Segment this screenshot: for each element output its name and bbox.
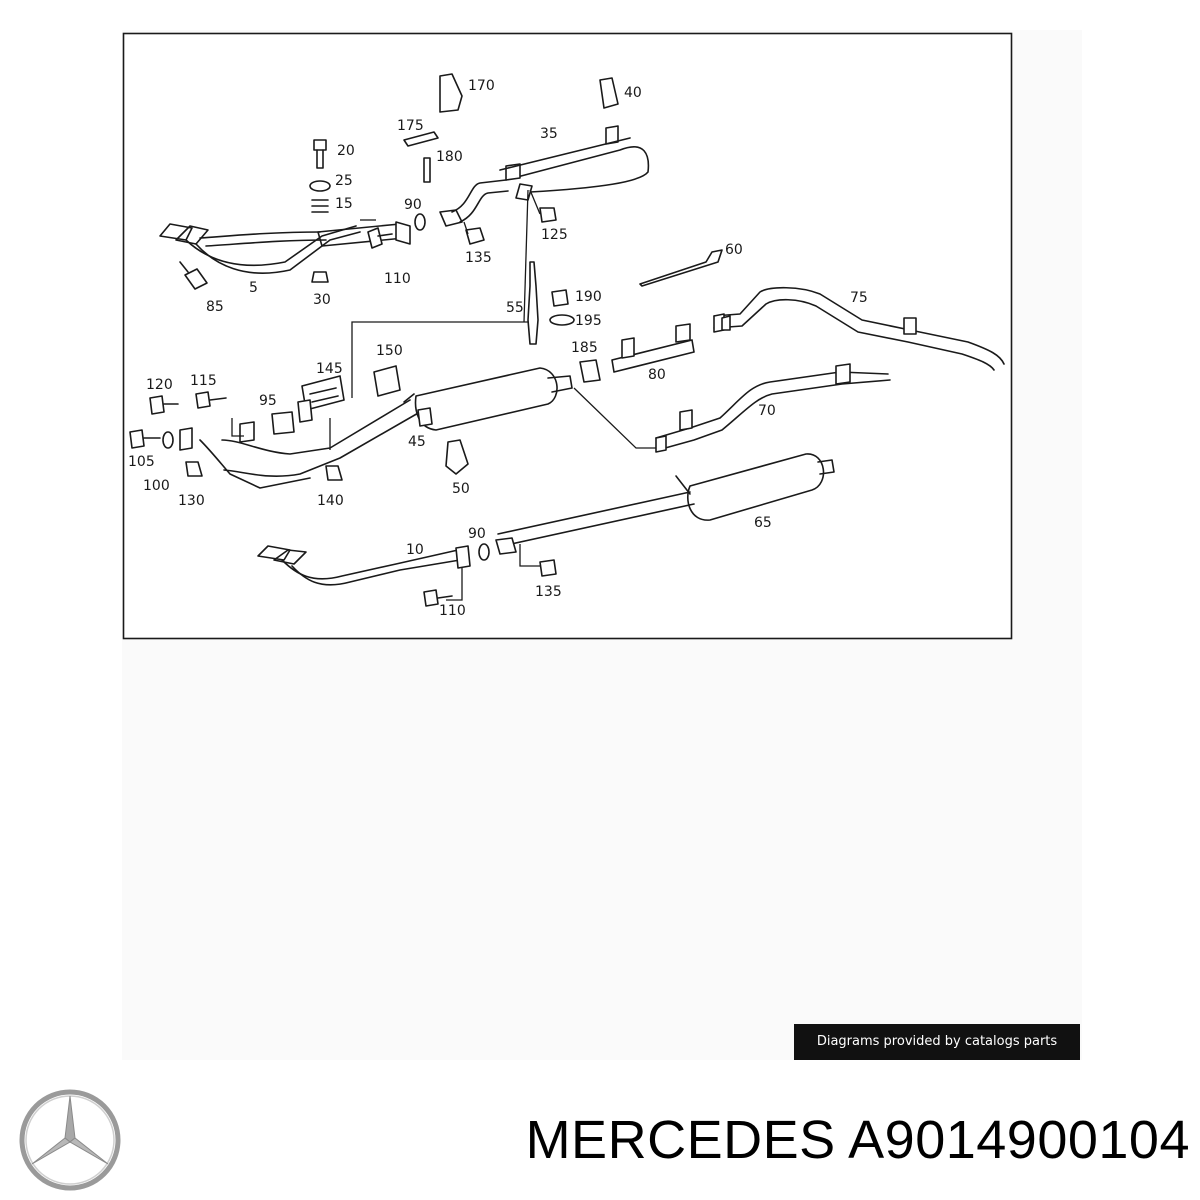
- callout-185: 185: [571, 340, 598, 356]
- callout-195: 195: [575, 313, 602, 329]
- clamp-50: [445, 439, 469, 475]
- diagram-credit: Diagrams provided by catalogs parts: [794, 1024, 1080, 1060]
- oxygen-sensor-55: [527, 261, 575, 345]
- callout-100: 100: [143, 478, 170, 494]
- callout-60: 60: [725, 242, 743, 258]
- callout-55: 55: [506, 300, 524, 316]
- callout-110: 110: [384, 271, 411, 287]
- front-pipe-upper: [159, 219, 411, 274]
- bolt-stack: [179, 139, 393, 290]
- callout-90: 90: [468, 526, 486, 542]
- callout-90: 90: [404, 197, 422, 213]
- callout-35: 35: [540, 126, 558, 142]
- callout-45: 45: [408, 434, 426, 450]
- callout-15: 15: [335, 196, 353, 212]
- callout-65: 65: [754, 515, 772, 531]
- callout-170: 170: [468, 78, 495, 94]
- diagram-frame: [122, 32, 1013, 640]
- callout-190: 190: [575, 289, 602, 305]
- mercedes-star-icon: [19, 1089, 121, 1191]
- callout-120: 120: [146, 377, 173, 393]
- lower-manifold-cluster: [129, 391, 343, 489]
- callout-10: 10: [406, 542, 424, 558]
- callout-85: 85: [206, 299, 224, 315]
- hangers-top: [403, 73, 619, 223]
- callout-70: 70: [758, 403, 776, 419]
- callout-75: 75: [850, 290, 868, 306]
- callout-labels: 170 40 175 35 20 180 25 15 90 125 135 110 5 30 85 60 75 5…: [128, 78, 868, 619]
- middle-pipe-35: [451, 125, 650, 223]
- callout-40: 40: [624, 85, 642, 101]
- callout-80: 80: [648, 367, 666, 383]
- callout-30: 30: [313, 292, 331, 308]
- callout-5: 5: [249, 280, 258, 296]
- leader-lines: [231, 189, 656, 601]
- callout-20: 20: [337, 143, 355, 159]
- pipe-80: [611, 323, 695, 373]
- callout-105: 105: [128, 454, 155, 470]
- callout-135: 135: [535, 584, 562, 600]
- callout-140: 140: [317, 493, 344, 509]
- callout-25: 25: [335, 173, 353, 189]
- upper-flange-parts: [414, 209, 485, 245]
- callout-130: 130: [178, 493, 205, 509]
- rear-pipe-75: [713, 286, 1005, 371]
- callout-115: 115: [190, 373, 217, 389]
- page-title: MERCEDES A9014900104: [525, 1110, 1190, 1170]
- cable-tie-60: [639, 249, 723, 287]
- callout-110: 110: [439, 603, 466, 619]
- callout-180: 180: [436, 149, 463, 165]
- front-pipe-lower: [257, 537, 557, 607]
- callout-125: 125: [541, 227, 568, 243]
- callout-145: 145: [316, 361, 343, 377]
- callout-50: 50: [452, 481, 470, 497]
- callout-150: 150: [376, 343, 403, 359]
- valve-150-145: [297, 365, 401, 423]
- callout-135: 135: [465, 250, 492, 266]
- callout-175: 175: [397, 118, 424, 134]
- callout-95: 95: [259, 393, 277, 409]
- pipe-70: [655, 363, 891, 453]
- rear-muffler-65: [497, 453, 835, 547]
- center-muffler: [221, 359, 601, 477]
